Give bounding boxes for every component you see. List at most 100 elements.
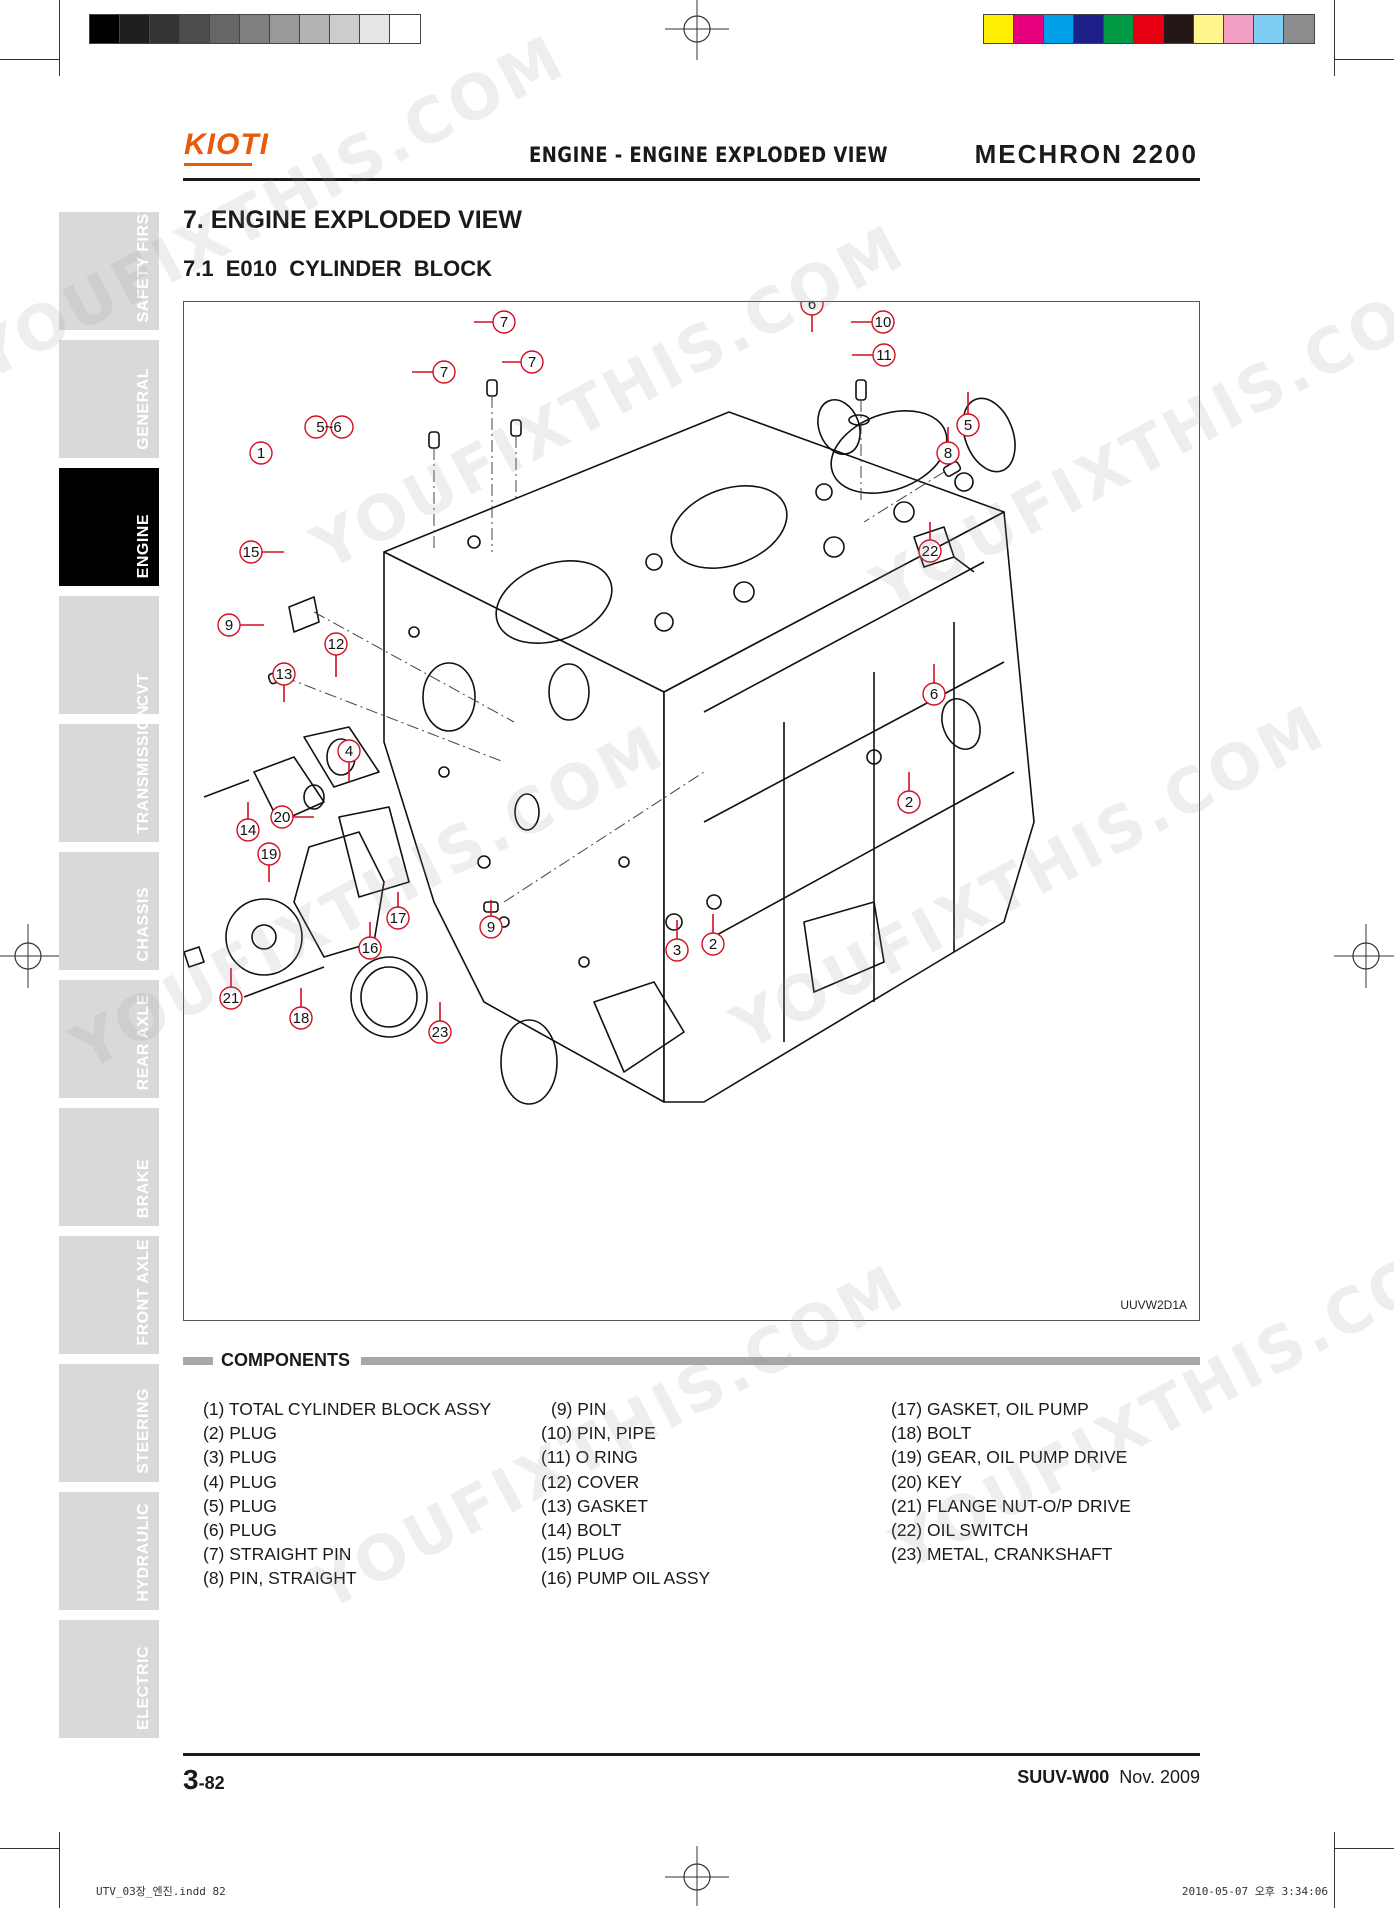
tab-label: CVT (135, 672, 152, 707)
list-item: (7) STRAIGHT PIN (203, 1544, 352, 1565)
components-bar: COMPONENTS (183, 1350, 1200, 1370)
tab-label: TRANSMISSION (135, 705, 152, 834)
crop-mark (59, 0, 60, 76)
gasket-13 (253, 756, 325, 823)
callout-4: 4 (337, 739, 361, 782)
callout-balloon (428, 1020, 452, 1044)
callout-22: 22 (918, 522, 942, 563)
callout-7: 7 (412, 360, 456, 384)
callout-balloon (272, 662, 296, 686)
callout-balloon (871, 310, 895, 334)
tab-engine[interactable]: ENGINE (59, 468, 159, 586)
cylinder-bore (670, 485, 788, 569)
plug (941, 698, 981, 750)
callout-17: 17 (386, 892, 410, 930)
list-item: (23) METAL, CRANKSHAFT (891, 1544, 1113, 1565)
callout-label: 16 (362, 940, 379, 957)
crop-mark (0, 1848, 60, 1849)
callout-label: 19 (261, 846, 278, 863)
list-item: (6) PLUG (203, 1520, 277, 1541)
tab-cvt[interactable]: CVT (59, 596, 159, 714)
tab-steering[interactable]: STEERING (59, 1364, 159, 1482)
components-list-col1: (1) TOTAL CYLINDER BLOCK ASSY (2) PLUG (… (203, 1397, 491, 1591)
brand-logo-underline (184, 163, 252, 166)
registration-mark-icon (1334, 924, 1394, 988)
figure-code: UUVW2D1A (1120, 1298, 1187, 1312)
plug-3 (665, 913, 683, 931)
callout-5-6: 5~6 (304, 415, 354, 439)
tab-label: FRONT AXLE (135, 1239, 152, 1346)
list-item: (17) GASKET, OIL PUMP (891, 1399, 1089, 1419)
callout-balloon (872, 343, 896, 367)
tab-front-axle[interactable]: FRONT AXLE (59, 1236, 159, 1354)
components-bar-left (183, 1357, 213, 1365)
tab-chassis[interactable]: CHASSIS (59, 852, 159, 970)
plug-2 (706, 894, 722, 910)
components-label: COMPONENTS (221, 1350, 351, 1370)
tab-label: CHASSIS (135, 887, 152, 962)
callout-balloon (330, 415, 354, 439)
callout-balloon (270, 805, 294, 829)
list-item: (22) OIL SWITCH (891, 1520, 1029, 1541)
pipe-pin (855, 379, 867, 401)
callout-18: 18 (289, 988, 313, 1030)
list-item: (2) PLUG (203, 1423, 277, 1444)
header-rule (183, 178, 1200, 181)
tab-electric[interactable]: ELECTRIC (59, 1620, 159, 1738)
list-item: (13) GASKET (541, 1495, 648, 1516)
list-item: (10) PIN, PIPE (541, 1423, 656, 1444)
callout-label: 9 (225, 617, 233, 634)
straight-pin-8 (942, 460, 962, 478)
callout-label: 4 (345, 743, 353, 760)
tab-hydraulic[interactable]: HYDRAULIC (59, 1492, 159, 1610)
document-code: SUUV-W00 (1017, 1767, 1110, 1787)
components-list-col2: (9) PIN (10) PIN, PIPE (11) O RING (12) … (541, 1397, 710, 1591)
callout-14: 14 (236, 802, 260, 842)
callout-label: 14 (240, 822, 257, 839)
callout-balloon (956, 413, 980, 437)
tab-rear-axle[interactable]: REAR AXLE (59, 980, 159, 1098)
callout-7: 7 (474, 310, 516, 334)
page-chapter: 3 (183, 1764, 199, 1795)
callout-20: 20 (270, 805, 314, 829)
tab-transmission[interactable]: TRANSMISSION (59, 705, 159, 842)
callout-2: 2 (701, 914, 725, 956)
subsection-heading: 7.1 E010 CYLINDER BLOCK (183, 256, 492, 281)
callout-balloon (236, 818, 260, 842)
callout-label: 23 (432, 1024, 449, 1041)
crankshaft-metal (350, 956, 428, 1038)
callout-label: 12 (328, 636, 345, 653)
callout-label: 21 (223, 990, 240, 1007)
registration-mark-icon (0, 924, 60, 988)
crop-mark (1334, 0, 1335, 76)
tab-safety-first[interactable]: SAFETY FIRST (59, 203, 159, 330)
callout-10: 10 (851, 310, 895, 334)
crop-mark (1334, 1848, 1394, 1849)
callout-19: 19 (257, 842, 281, 882)
list-item: (18) BOLT (891, 1423, 972, 1444)
tab-brake[interactable]: BRAKE (59, 1108, 159, 1226)
crop-mark (0, 59, 60, 60)
plug (817, 399, 861, 455)
cover-12 (303, 726, 380, 788)
list-item: (4) PLUG (203, 1471, 277, 1492)
block-right-face (663, 511, 1035, 1103)
tab-general[interactable]: GENERAL (59, 340, 159, 458)
bolt-18 (243, 966, 325, 998)
callout-label: 17 (390, 910, 407, 927)
tab-label: HYDRAULIC (135, 1503, 152, 1602)
callout-balloon (701, 932, 725, 956)
tab-label: ENGINE (135, 513, 152, 578)
tab-label: STEERING (135, 1388, 152, 1474)
document-date: Nov. 2009 (1119, 1767, 1200, 1787)
callout-label: 9 (487, 919, 495, 936)
print-slug-file: UTV_03장_엔진.indd 82 (96, 1885, 226, 1898)
cylinder-bore (830, 410, 948, 494)
callout-balloon (217, 613, 241, 637)
callout-1: 1 (249, 441, 273, 465)
straight-pin (486, 379, 498, 397)
list-item: (15) PLUG (541, 1544, 625, 1565)
straight-pin (428, 431, 440, 449)
